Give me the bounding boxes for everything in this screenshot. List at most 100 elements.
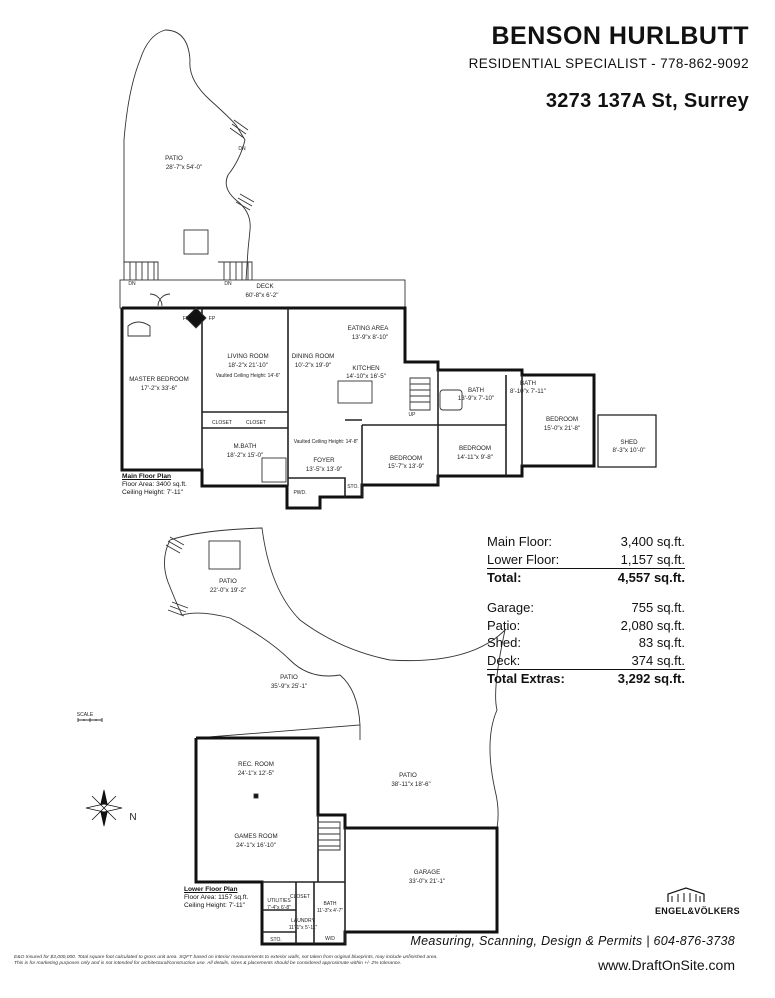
- area-label: Deck:: [487, 652, 521, 668]
- room-living-room-note: Vaulted Ceiling Height: 14'-6": [216, 373, 281, 379]
- room-lower-patio-3-dims: 38'-11"x 18'-6": [391, 781, 430, 788]
- room-bedroom-3-name: BEDROOM: [546, 416, 578, 423]
- agent-name: BENSON HURLBUTT: [491, 22, 749, 50]
- area-value: 2,080 sq.ft.: [620, 617, 685, 633]
- closet-label-lower: CLOSET: [290, 894, 310, 900]
- lower-patio-planter: [208, 540, 241, 570]
- storage-label-main: STO.: [347, 484, 359, 490]
- room-bedroom-2-name: BEDROOM: [459, 445, 491, 452]
- disclaimer-line-2: This is for marketing purposes only and …: [14, 961, 402, 967]
- area-value: 3,400 sq.ft.: [620, 534, 685, 549]
- room-utilities-dims: 7'-4"x 6'-8": [267, 905, 291, 911]
- area-row-total: Total: 4,557 sq.ft.: [487, 568, 685, 587]
- room-eating-area-dims: 13'-9"x 8'-10": [352, 334, 388, 341]
- room-foyer-note: Vaulted Ceiling Height: 14'-8": [294, 439, 359, 445]
- room-bath-1-dims: 13'-9"x 7'-10": [458, 395, 494, 402]
- patio-side-steps-2: [235, 193, 255, 211]
- patio-side-steps: [229, 119, 249, 139]
- area-value: 4,557 sq.ft.: [617, 570, 685, 585]
- lower-patio-outline: [164, 527, 506, 829]
- fp-label-2: FP: [209, 316, 216, 322]
- room-master-bedroom-name: MASTER BEDROOM: [129, 376, 188, 383]
- room-kitchen-dims: 14'-10"x 16'-5": [346, 373, 386, 380]
- area-summary-extras: Garage: 755 sq.ft. Patio: 2,080 sq.ft. S…: [487, 599, 685, 688]
- disclaimer: E&O Insured for $3,000,000. Total square…: [14, 955, 574, 968]
- bathtub-main: [439, 389, 463, 411]
- main-floor-legend-ceiling: Ceiling Height: 7'-11": [122, 489, 184, 496]
- room-dining-room-name: DINING ROOM: [292, 353, 335, 360]
- room-living-room-name: LIVING ROOM: [227, 353, 268, 360]
- lower-floor-legend-area: Floor Area: 1157 sq.ft.: [184, 894, 249, 901]
- room-lower-patio-2-name: PATIO: [280, 674, 298, 681]
- door-swing-deck: [149, 293, 171, 307]
- main-floor-legend-area: Floor Area: 3400 sq.ft.: [122, 481, 187, 488]
- room-foyer-dims: 13'-5"x 13'-9": [306, 466, 342, 473]
- room-lower-patio-1-name: PATIO: [219, 578, 237, 585]
- room-mbath-dims: 18'-2"x 15'-0": [227, 452, 263, 459]
- room-bath-2-dims: 8'-10"x 7'-11": [510, 388, 546, 395]
- lower-floor-labels: PATIO 22'-0"x 19'-2" PATIO 35'-9"x 25'-1…: [77, 578, 445, 943]
- room-garage-dims: 33'-0"x 21'-1": [409, 878, 445, 885]
- room-bedroom-2-dims: 14'-11"x 9'-8": [457, 454, 493, 461]
- room-laundry-name: LAUNDRY: [291, 918, 315, 924]
- area-row-main-floor: Main Floor: 3,400 sq.ft.: [487, 533, 685, 551]
- rec-room-marker: [253, 793, 259, 799]
- fp-label-1: FP: [183, 316, 190, 322]
- room-rec-room-name: REC. ROOM: [238, 761, 274, 768]
- down-label-patio: DN: [238, 146, 246, 152]
- room-deck-name: DECK: [256, 283, 274, 290]
- website-link[interactable]: www.DraftOnSite.com: [598, 957, 735, 973]
- up-label-main: UP: [409, 412, 417, 418]
- closet-label-2: CLOSET: [246, 420, 266, 426]
- area-row-patio: Patio: 2,080 sq.ft.: [487, 617, 685, 635]
- lower-floor-legend: Lower Floor Plan Floor Area: 1157 sq.ft.…: [184, 886, 248, 910]
- master-bed-icon: [127, 321, 151, 337]
- patio-outline: [123, 29, 251, 281]
- area-value: 1,157 sq.ft.: [620, 551, 685, 567]
- area-label: Main Floor:: [487, 534, 553, 549]
- property-address: 3273 137A St, Surrey: [545, 90, 749, 112]
- powder-room-label: PWD.: [293, 490, 306, 496]
- agent-role-phone: RESIDENTIAL SPECIALIST - 778-862-9092: [468, 56, 749, 71]
- room-lower-patio-3-name: PATIO: [399, 772, 417, 779]
- room-lower-bath-dims: 11'-3"x 4'-7": [317, 908, 343, 914]
- area-value: 83 sq.ft.: [638, 635, 685, 650]
- lower-floor-legend-ceiling: Ceiling Height: 7'-11": [184, 902, 246, 909]
- lower-house-wall: [194, 736, 499, 946]
- room-utilities-name: UTILITIES: [267, 898, 291, 904]
- room-foyer-name: FOYER: [313, 457, 335, 464]
- room-bath-1-name: BATH: [468, 387, 484, 394]
- room-garage-name: GARAGE: [414, 869, 440, 876]
- storage-label-lower: STO.: [270, 937, 282, 943]
- patio-planter: [183, 229, 209, 255]
- area-row-deck: Deck: 374 sq.ft.: [487, 652, 685, 670]
- fireplace: [185, 307, 207, 329]
- lower-floor-plan: [77, 527, 506, 946]
- lower-floor-legend-heading: Lower Floor Plan: [184, 886, 238, 893]
- room-bedroom-3-dims: 15'-0"x 21'-8": [544, 425, 580, 432]
- room-shed-name: SHED: [620, 439, 638, 446]
- room-living-room-dims: 18'-2"x 21'-10": [228, 362, 268, 369]
- area-value: 755 sq.ft.: [631, 600, 685, 615]
- main-floor-legend-heading: Main Floor Plan: [122, 473, 172, 480]
- main-floor-legend: Main Floor Plan Floor Area: 3400 sq.ft. …: [122, 473, 187, 497]
- lower-patio-steps: [165, 536, 185, 554]
- area-row-total-extras: Total Extras: 3,292 sq.ft.: [487, 669, 685, 688]
- area-summary-living: Main Floor: 3,400 sq.ft. Lower Floor: 1,…: [487, 533, 685, 587]
- area-label: Total:: [487, 570, 522, 585]
- area-value: 374 sq.ft.: [631, 652, 685, 668]
- area-row-shed: Shed: 83 sq.ft.: [487, 634, 685, 652]
- shower-mbath: [261, 457, 287, 483]
- area-row-garage: Garage: 755 sq.ft.: [487, 599, 685, 617]
- room-games-room-dims: 24'-1"x 16'-10": [236, 842, 276, 849]
- lower-patio-steps-2: [167, 601, 189, 617]
- scale-bar: [77, 718, 103, 722]
- room-main-patio-name: PATIO: [165, 155, 183, 162]
- brand-logo-icon: [667, 887, 705, 902]
- room-laundry-dims: 11'-1"x 5'-11": [289, 925, 318, 931]
- room-dining-room-dims: 10'-2"x 19'-9": [295, 362, 331, 369]
- room-shed-dims: 8'-3"x 10'-0": [613, 447, 646, 454]
- area-label: Shed:: [487, 635, 521, 650]
- area-label: Lower Floor:: [487, 551, 560, 567]
- down-label-2: DN: [224, 281, 232, 287]
